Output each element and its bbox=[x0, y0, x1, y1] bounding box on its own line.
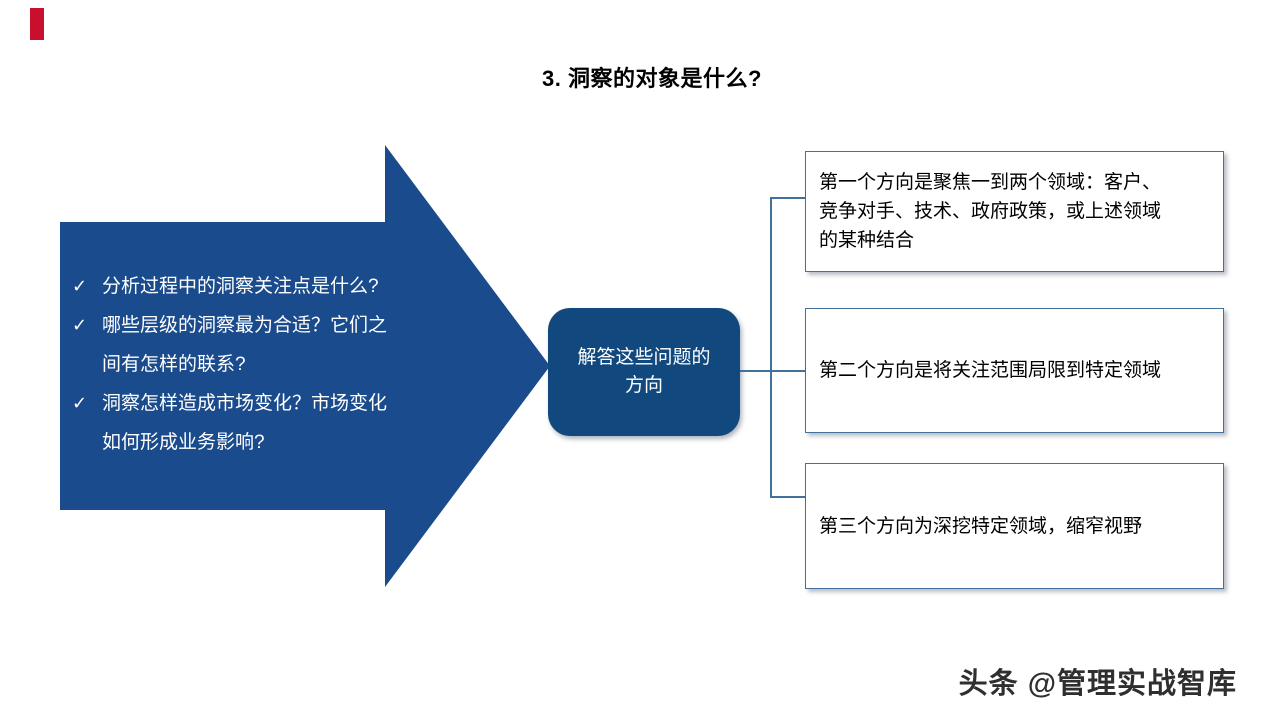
connector-spine bbox=[770, 197, 772, 498]
checklist-item-text: 哪些层级的洞察最为合适？它们之 间有怎样的联系? bbox=[102, 315, 388, 375]
checklist-item-text: 洞察怎样造成市场变化？市场变化 如何形成业务影响? bbox=[102, 393, 388, 453]
checkmark-icon: ✓ bbox=[72, 315, 88, 335]
branch-text: 第一个方向是聚焦一到两个领域：客户、 竞争对手、技术、政府政策，或上述领域 的某… bbox=[819, 172, 1162, 251]
hub-direction-box: 解答这些问题的 方向 bbox=[548, 308, 740, 436]
list-item: ✓ 哪些层级的洞察最为合适？它们之 间有怎样的联系? bbox=[72, 306, 440, 384]
connector-hub-middle bbox=[740, 370, 805, 372]
red-accent-bar bbox=[30, 8, 44, 40]
toutiao-watermark: 头条 @管理实战智库 bbox=[958, 668, 1237, 700]
question-arrow-shape: ✓ 分析过程中的洞察关注点是什么? ✓ 哪些层级的洞察最为合适？它们之 间有怎样… bbox=[60, 145, 550, 587]
list-item: ✓ 洞察怎样造成市场变化？市场变化 如何形成业务影响? bbox=[72, 384, 440, 462]
connector-stub-top bbox=[770, 197, 805, 199]
checkmark-icon: ✓ bbox=[72, 276, 88, 296]
branch-box-first-direction: 第一个方向是聚焦一到两个领域：客户、 竞争对手、技术、政府政策，或上述领域 的某… bbox=[805, 151, 1224, 272]
checkmark-icon: ✓ bbox=[72, 393, 88, 413]
branch-text: 第二个方向是将关注范围局限到特定领域 bbox=[819, 360, 1162, 381]
branch-text: 第三个方向为深挖特定领域，缩窄视野 bbox=[819, 515, 1143, 537]
slide-title: 3. 洞察的对象是什么? bbox=[542, 66, 762, 91]
branch-box-third-direction: 第三个方向为深挖特定领域，缩窄视野 bbox=[805, 463, 1224, 589]
branch-box-second-direction: 第二个方向是将关注范围局限到特定领域 bbox=[805, 308, 1224, 433]
list-item: ✓ 分析过程中的洞察关注点是什么? bbox=[72, 267, 440, 306]
question-checklist: ✓ 分析过程中的洞察关注点是什么? ✓ 哪些层级的洞察最为合适？它们之 间有怎样… bbox=[72, 267, 440, 462]
checklist-item-text: 分析过程中的洞察关注点是什么? bbox=[102, 276, 379, 297]
connector-stub-bottom bbox=[770, 496, 805, 498]
